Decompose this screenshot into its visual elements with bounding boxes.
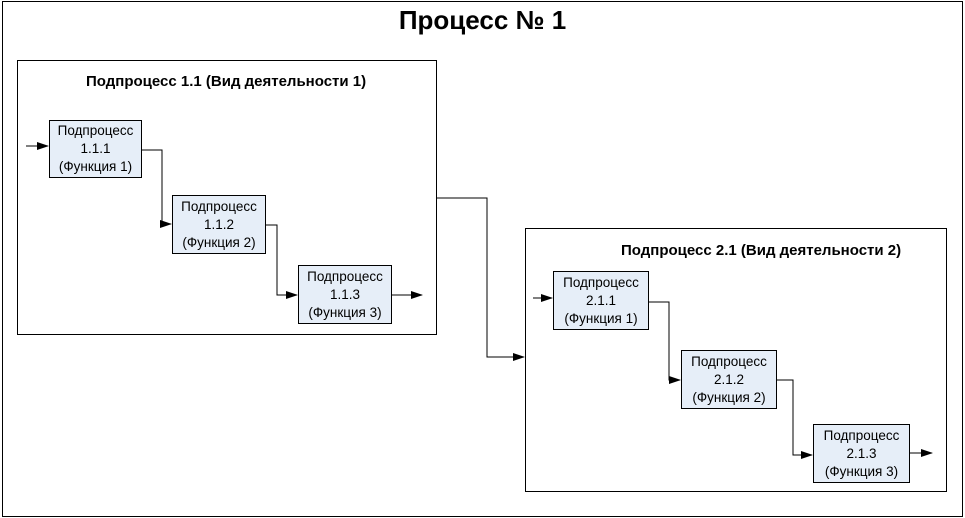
subprocess-box-2-1-3[interactable]: Подпроцесс 2.1.3 (Функция 3) xyxy=(813,424,910,483)
box-function: (Функция 3) xyxy=(308,304,382,320)
box-number: 2.1.1 xyxy=(585,292,617,308)
box-label: Подпроцесс xyxy=(823,427,900,443)
box-label: Подпроцесс xyxy=(691,353,767,369)
subprocess-group-1-1-title: Подпроцесс 1.1 (Вид деятельности 1) xyxy=(86,73,367,90)
box-label: Подпроцесс xyxy=(563,274,639,290)
box-number: 1.1.2 xyxy=(203,216,235,232)
box-function: (Функция 3) xyxy=(824,463,899,479)
subprocess-box-2-1-1[interactable]: Подпроцесс 2.1.1 (Функция 1) xyxy=(553,271,649,330)
box-function: (Функция 1) xyxy=(58,159,133,174)
subprocess-group-2-1-title: Подпроцесс 2.1 (Вид деятельности 2) xyxy=(621,242,902,259)
subprocess-box-2-1-2[interactable]: Подпроцесс 2.1.2 (Функция 2) xyxy=(681,350,777,409)
subprocess-box-1-1-1[interactable]: Подпроцесс 1.1.1 (Функция 1) xyxy=(49,120,142,178)
box-number: 1.1.1 xyxy=(80,141,111,156)
box-number: 1.1.3 xyxy=(329,286,361,302)
box-label: Подпроцесс xyxy=(57,123,134,138)
subprocess-box-1-1-3[interactable]: Подпроцесс 1.1.3 (Функция 3) xyxy=(298,265,392,324)
box-function: (Функция 2) xyxy=(182,234,256,250)
box-function: (Функция 2) xyxy=(692,389,766,405)
box-number: 2.1.3 xyxy=(846,445,877,461)
box-number: 2.1.2 xyxy=(713,371,745,387)
box-function: (Функция 1) xyxy=(564,310,638,326)
process-title: Процесс № 1 xyxy=(398,5,567,35)
subprocess-box-1-1-2[interactable]: Подпроцесс 1.1.2 (Функция 2) xyxy=(172,195,266,254)
box-label: Подпроцесс xyxy=(181,198,257,214)
box-label: Подпроцесс xyxy=(307,268,383,284)
